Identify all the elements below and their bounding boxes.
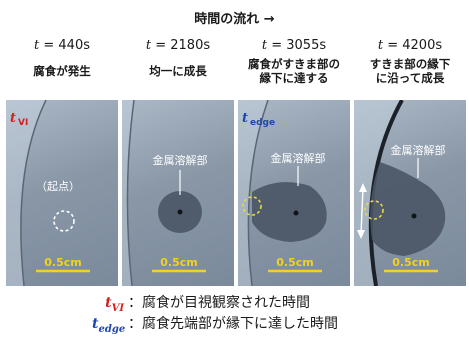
legend-symbol-tvi: tVI <box>105 295 124 314</box>
stage-4-time: t = 4200s <box>377 38 443 53</box>
arrow-down-icon <box>357 230 365 239</box>
tvi-subscript: VI <box>18 118 28 128</box>
scale-label: 0.5cm <box>276 256 313 269</box>
edge-contact-marker <box>364 200 384 220</box>
photo-panel-1: t VI （起点） 0.5cm <box>6 100 118 286</box>
dissolved-area <box>370 162 446 256</box>
scale-label: 0.5cm <box>44 256 81 269</box>
legend-symbol-tedge: tedge <box>92 316 126 335</box>
stage-1-desc: 腐食が発生 <box>33 64 91 78</box>
tedge-label: t <box>242 111 248 126</box>
photo-panel-3: 金属溶解部 t edge 0.5cm <box>238 100 350 286</box>
pit-center <box>293 210 299 216</box>
dissolved-label: 金属溶解部 <box>391 143 446 157</box>
legend-row-tedge: tedge：腐食先端部が縁下に達した時間 <box>92 313 338 335</box>
tvi-label: t <box>10 111 16 126</box>
pit-center <box>411 213 417 219</box>
stage-2-desc: 均一に成長 <box>149 64 207 78</box>
legend-row-tvi: tVI：腐食が目視観察された時間 <box>92 292 310 314</box>
stage-3-time: t = 3055s <box>261 38 327 53</box>
stage-2-header: t = 2180s 均一に成長 <box>122 38 234 86</box>
stage-1-time: t = 440s <box>34 38 90 53</box>
photo-panel-4: 金属溶解部 0.5cm <box>354 100 466 286</box>
stage-4-header: t = 4200s すきま部の縁下に沿って成長 <box>354 38 466 86</box>
tedge-subscript: edge <box>250 118 275 128</box>
arrow-up-icon <box>359 183 367 192</box>
stage-2-time: t = 2180s <box>145 38 211 53</box>
growth-arrow-shaft <box>360 187 364 235</box>
pit-center <box>177 209 183 215</box>
stage-3-header: t = 3055s 腐食がすきま部の縁下に達する <box>238 38 350 86</box>
scale-label: 0.5cm <box>392 256 429 269</box>
origin-label: （起点） <box>36 180 80 193</box>
dissolved-label: 金属溶解部 <box>153 153 208 167</box>
dissolved-label: 金属溶解部 <box>271 151 326 165</box>
dissolved-area <box>252 182 327 242</box>
figure-title: 時間の流れ → <box>194 12 275 27</box>
stage-1-header: t = 440s 腐食が発生 <box>6 38 118 86</box>
edge-contact-marker <box>242 196 262 216</box>
origin-marker <box>53 210 75 232</box>
stage-4-desc: すきま部の縁下に沿って成長 <box>369 57 451 85</box>
scale-label: 0.5cm <box>160 256 197 269</box>
photo-panel-2: 金属溶解部 0.5cm <box>122 100 234 286</box>
legend-text-tedge: ：腐食先端部が縁下に達した時間 <box>128 316 338 332</box>
stage-3-desc: 腐食がすきま部の縁下に達する <box>248 57 340 85</box>
legend-text-tvi: ：腐食が目視観察された時間 <box>128 295 310 311</box>
